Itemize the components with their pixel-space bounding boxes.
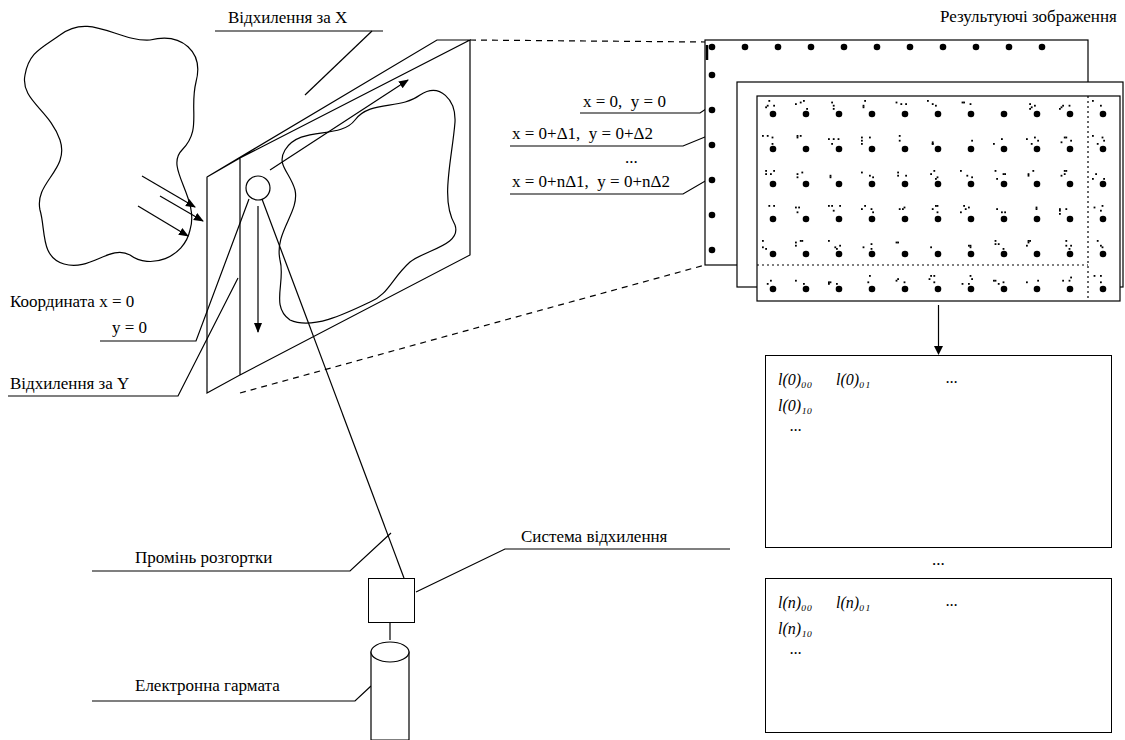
matrix-entry: l(n)₁₀ bbox=[778, 619, 812, 639]
annotation-label: Промінь розгортки bbox=[135, 548, 272, 568]
matrix-entry: l(0)₀₀ bbox=[778, 370, 812, 390]
scan-beam bbox=[262, 199, 404, 578]
annotation-label: Координата x = 0 bbox=[10, 292, 134, 312]
image-sheet bbox=[757, 96, 1120, 301]
scan-spot bbox=[246, 176, 270, 200]
matrix-entry: l(n)₀₁ bbox=[836, 593, 870, 613]
matrix-entry: ... bbox=[790, 639, 802, 659]
matrix-entry: l(0)₁₀ bbox=[778, 396, 812, 416]
matrix-box: l(n)₀₀l(n)₀₁...l(n)₁₀... bbox=[765, 578, 1112, 733]
matrix-entry: ... bbox=[946, 591, 958, 611]
connector bbox=[390, 623, 391, 640]
matrix-box: l(0)₀₀l(0)₀₁...l(0)₁₀... bbox=[765, 355, 1112, 548]
matrix-entry: l(n)₀₀ bbox=[778, 593, 812, 613]
annotation-label: Відхилення за X bbox=[228, 8, 347, 28]
gun-cylinder bbox=[370, 640, 410, 736]
image-stack: Результуючі зображення bbox=[705, 5, 1120, 305]
matrix-entry: ... bbox=[946, 368, 958, 388]
annotation-label: x = 0+nΔ1, y = 0+nΔ2 bbox=[512, 172, 670, 192]
connector bbox=[934, 305, 943, 355]
matrix-entry: l(0)₀₁ bbox=[836, 370, 870, 390]
node-label: Електронна гармата bbox=[135, 676, 280, 696]
node-label: Система відхилення bbox=[521, 527, 667, 547]
annotation-label: x = 0+Δ1, y = 0+Δ2 bbox=[512, 124, 653, 144]
deflection-box: Система відхилення bbox=[368, 578, 415, 623]
annotation-label: ... bbox=[625, 148, 638, 168]
electron-gun: Електронна гармата bbox=[370, 640, 410, 736]
annotation-label: ... bbox=[932, 550, 945, 570]
target-plate bbox=[207, 40, 470, 393]
annotation-label: Відхилення за Y bbox=[10, 374, 129, 394]
annotation-label: x = 0, y = 0 bbox=[583, 92, 666, 112]
node-label: Результуючі зображення bbox=[940, 7, 1117, 27]
object-outline bbox=[24, 26, 197, 265]
annotation-label: y = 0 bbox=[112, 318, 147, 338]
matrix-entry: ... bbox=[790, 416, 802, 436]
